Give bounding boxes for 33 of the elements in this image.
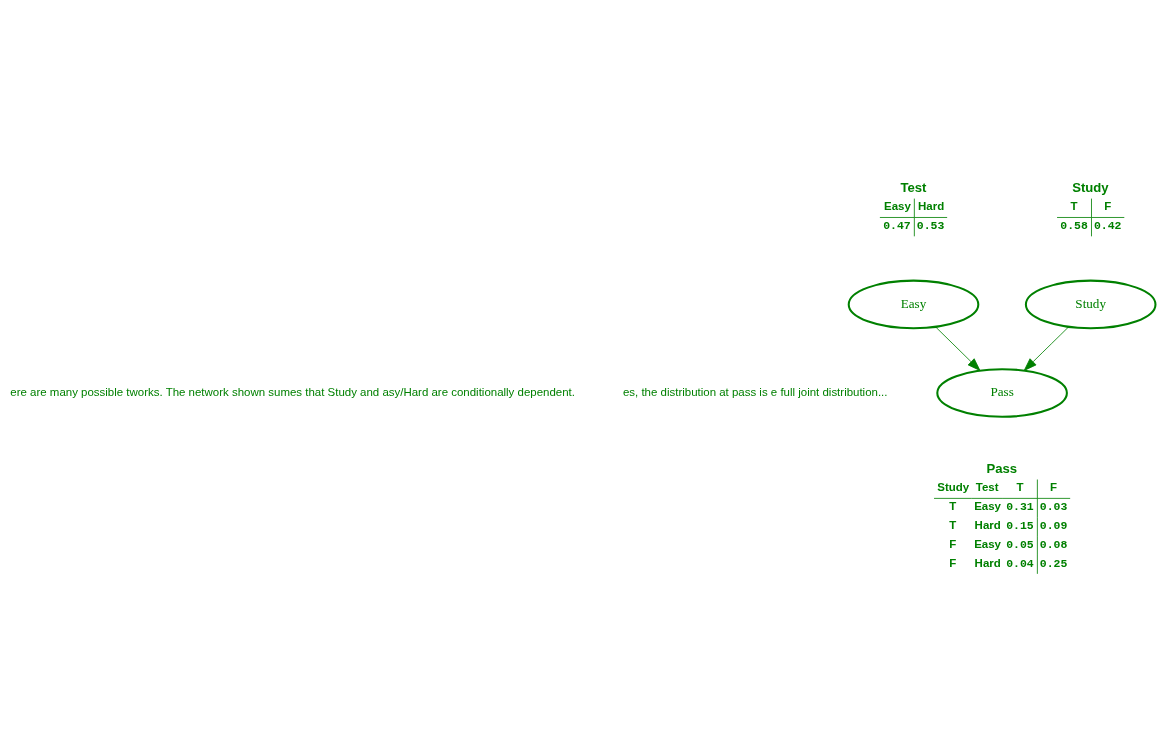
- label: Hard: [974, 518, 1001, 531]
- label: Study: [1072, 179, 1109, 195]
- label: 0.05: [1006, 537, 1034, 551]
- label: 0.15: [1006, 518, 1034, 532]
- label: 0.31: [1006, 500, 1034, 514]
- label: 0.58: [1060, 219, 1088, 233]
- label: 0.42: [1093, 219, 1122, 233]
- label: es, the distribution at pass is e full joint distribution...: [622, 386, 888, 399]
- label: Pass: [986, 460, 1018, 476]
- label: Hard: [918, 200, 945, 213]
- label: T: [1070, 200, 1078, 213]
- label: 0.09: [1039, 518, 1068, 532]
- label: Easy: [974, 537, 1002, 550]
- label: T: [949, 500, 957, 513]
- label: Test: [900, 179, 927, 195]
- label: F: [949, 556, 957, 569]
- label: Study: [937, 481, 970, 494]
- label: 0.03: [1039, 500, 1068, 514]
- label: F: [1104, 200, 1112, 213]
- label: F: [1050, 481, 1058, 494]
- label: 0.04: [1006, 556, 1034, 570]
- label: T: [1016, 481, 1024, 494]
- label: T: [949, 518, 957, 531]
- label: Test: [975, 481, 999, 494]
- label: Hard: [974, 556, 1001, 569]
- label: Easy: [883, 200, 911, 213]
- label: F: [949, 537, 957, 550]
- label: 0.47: [883, 219, 911, 233]
- label: 0.08: [1039, 537, 1068, 551]
- label: Easy: [974, 500, 1002, 513]
- label: ere are many possible tworks. The network shown sumes that Study and asy/Hard are conditionally dependent.: [10, 386, 575, 399]
- label: 0.25: [1039, 556, 1068, 570]
- label: 0.53: [916, 219, 945, 233]
